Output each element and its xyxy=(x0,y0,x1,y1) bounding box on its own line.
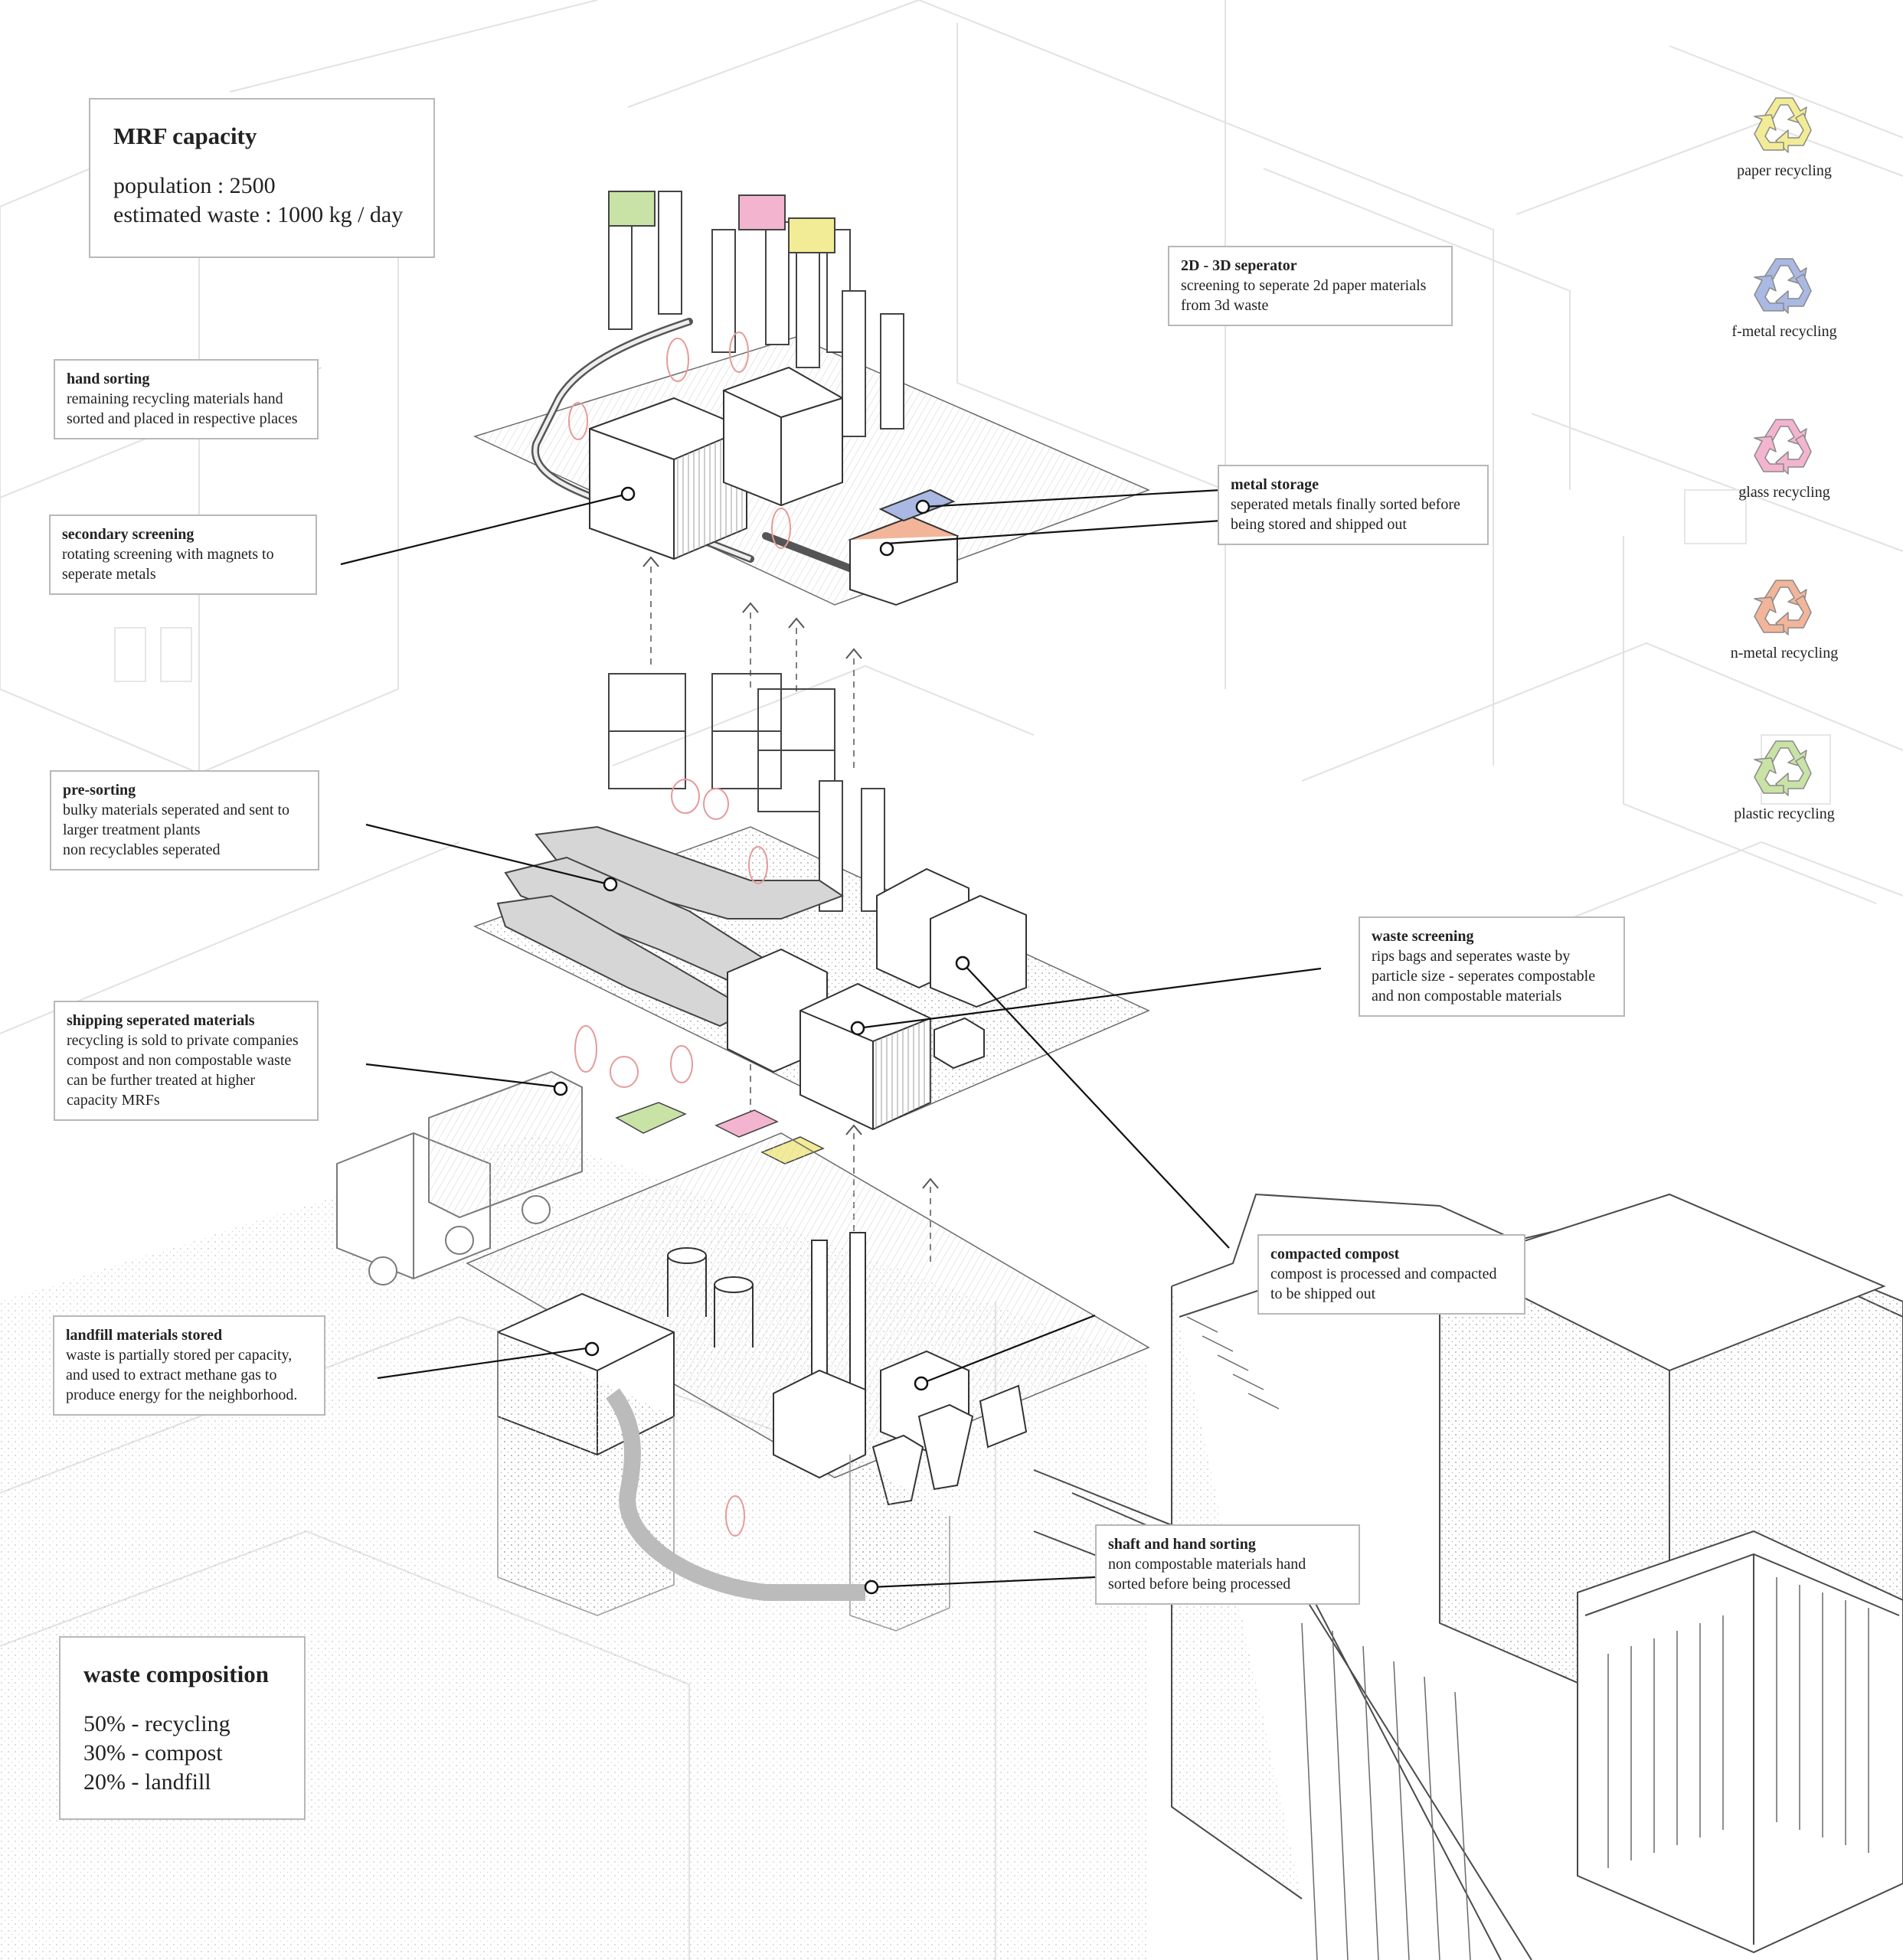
label-desc: bulky materials seperated and sent to la… xyxy=(63,802,290,858)
label-desc: non compostable materials hand sorted be… xyxy=(1108,1556,1306,1592)
capacity-box: MRF capacity population : 2500 estimated… xyxy=(89,98,435,258)
composition-compost: 30% - compost xyxy=(83,1740,223,1766)
label-desc: screening to seperate 2d paper materials… xyxy=(1181,277,1427,314)
legend-item: glass recycling xyxy=(1719,413,1849,501)
legend-item: paper recycling xyxy=(1719,92,1849,180)
label-separator: 2D - 3D seperator screening to seperate … xyxy=(1168,246,1453,326)
leader-endpoints xyxy=(553,486,970,1595)
label-title: 2D - 3D seperator xyxy=(1181,257,1297,274)
legend-label: n-metal recycling xyxy=(1730,645,1839,662)
legend-label: glass recycling xyxy=(1738,484,1830,501)
right-building-stairs xyxy=(1186,1316,1869,1960)
label-landfill: landfill materials stored waste is parti… xyxy=(53,1315,325,1416)
label-metal-storage: metal storage seperated metals finally s… xyxy=(1218,465,1489,545)
recycle-icon xyxy=(1754,419,1812,475)
label-desc: seperated metals finally sorted before b… xyxy=(1231,496,1460,533)
capacity-title: MRF capacity xyxy=(113,122,257,149)
capacity-waste: estimated waste : 1000 kg / day xyxy=(113,202,404,227)
composition-landfill: 20% - landfill xyxy=(83,1769,211,1795)
label-title: compacted compost xyxy=(1270,1246,1400,1263)
label-title: pre-sorting xyxy=(63,782,136,799)
label-hand-sorting: hand sorting remaining recycling materia… xyxy=(54,359,319,439)
recycle-icon xyxy=(1754,740,1812,796)
composition-title: waste composition xyxy=(83,1661,269,1687)
label-secondary-screening: secondary screening rotating screening w… xyxy=(49,514,317,595)
label-desc: remaining recycling materials hand sorte… xyxy=(67,390,298,427)
level-bottom xyxy=(466,1132,1150,1632)
legend-label: paper recycling xyxy=(1737,162,1832,179)
label-title: landfill materials stored xyxy=(66,1327,223,1344)
workers-top xyxy=(568,332,791,549)
label-pre-sorting: pre-sorting bulky materials seperated an… xyxy=(50,770,319,871)
label-title: shipping seperated materials xyxy=(67,1012,255,1029)
label-title: waste screening xyxy=(1372,928,1474,945)
label-desc: waste is partially stored per capacity, … xyxy=(66,1347,298,1403)
level-middle xyxy=(473,673,1150,1131)
truck xyxy=(336,1070,583,1285)
legend-item: n-metal recycling xyxy=(1719,574,1849,662)
label-waste-screening: waste screening rips bags and seperates … xyxy=(1359,916,1625,1017)
recycle-icon xyxy=(1754,97,1812,153)
label-desc: rotating screening with magnets to seper… xyxy=(62,546,274,583)
label-title: secondary screening xyxy=(62,526,195,543)
recycle-icon xyxy=(1754,580,1812,635)
label-title: hand sorting xyxy=(67,371,150,387)
label-title: metal storage xyxy=(1231,476,1319,493)
label-desc: rips bags and seperates waste by particl… xyxy=(1372,948,1596,1004)
legend-item: plastic recycling xyxy=(1719,735,1849,823)
composition-recycling: 50% - recycling xyxy=(83,1711,231,1736)
capacity-population: population : 2500 xyxy=(113,173,276,198)
level-top xyxy=(472,191,1151,606)
label-desc: compost is processed and compacted to be… xyxy=(1270,1266,1497,1302)
legend-label: plastic recycling xyxy=(1734,805,1835,822)
workers-middle xyxy=(574,779,768,1088)
recycle-icon xyxy=(1754,258,1812,314)
leader-lines xyxy=(340,488,1322,1589)
label-shaft: shaft and hand sorting non compostable m… xyxy=(1095,1524,1360,1605)
composition-box: waste composition 50% - recycling 30% - … xyxy=(59,1636,306,1820)
label-title: shaft and hand sorting xyxy=(1108,1536,1256,1553)
label-compacted-compost: compacted compost compost is processed a… xyxy=(1257,1234,1525,1315)
label-shipping: shipping seperated materials recycling i… xyxy=(54,1001,319,1121)
legend-item: f-metal recycling xyxy=(1719,253,1849,341)
label-desc: recycling is sold to private companies c… xyxy=(67,1032,299,1109)
legend-label: f-metal recycling xyxy=(1731,323,1837,340)
